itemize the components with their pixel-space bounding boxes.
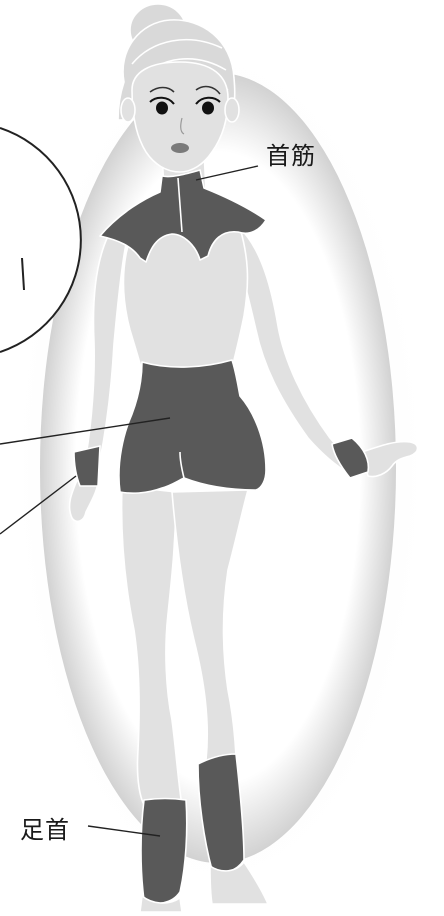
label-ankle: 足首 [20, 810, 70, 845]
ear-left [121, 98, 135, 122]
label-neck: 首筋 [266, 136, 316, 171]
eye-right [202, 102, 214, 115]
ear-right [225, 98, 239, 122]
wristband-left [74, 446, 100, 486]
eye-left [156, 102, 168, 115]
lips [171, 143, 189, 153]
boot-left [141, 799, 187, 904]
